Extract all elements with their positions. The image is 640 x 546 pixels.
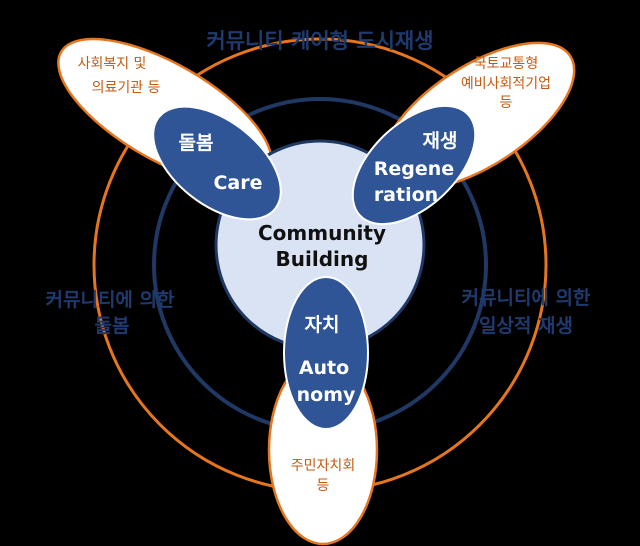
regeneration-english-line1: Regene [374,158,454,180]
autonomy-english-line2: nomy [297,384,356,406]
center-label-line2: Building [276,247,369,271]
right-side-label-line1: 커뮤니티에 의한 [462,287,591,309]
transport-label-line3: 등 [500,95,513,111]
welfare-label-line1: 사회복지 및 [78,56,147,72]
transport-label-line1: 국토교통형 [474,56,538,72]
welfare-label-line2: 의료기관 등 [92,80,161,96]
residents-label-line1: 주민자치회 [291,458,355,474]
left-side-label-line2: 돌봄 [95,315,130,337]
care-korean-label: 돌봄 [179,132,214,154]
diagram-title: 커뮤니티 케어형 도시재생 [206,29,433,53]
residents-label-line2: 등 [317,478,330,494]
transport-label-line2: 예비사회적기업 [461,76,551,92]
care-petal [152,105,282,221]
care-english-label: Care [213,172,262,194]
left-side-label-line1: 커뮤니티에 의한 [46,289,175,311]
autonomy-korean-label: 자치 [305,314,340,336]
regeneration-petal [351,104,477,226]
regeneration-korean-label: 재생 [423,130,458,152]
autonomy-petal [283,276,369,430]
regeneration-english-line2: ration [374,184,438,206]
right-side-label-line2: 일상적 재생 [479,315,573,337]
autonomy-english-line1: Auto [299,357,349,379]
center-label-line1: Community [258,221,386,245]
